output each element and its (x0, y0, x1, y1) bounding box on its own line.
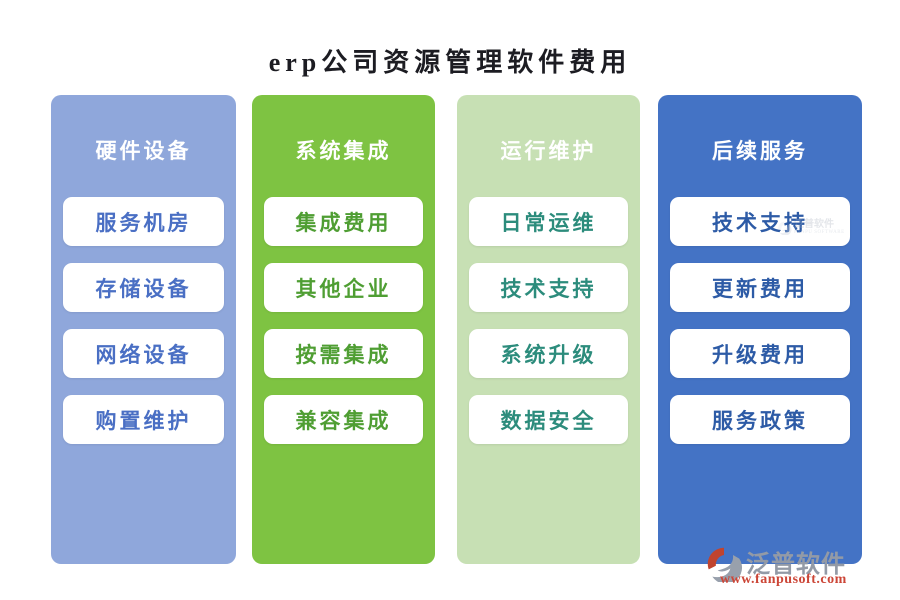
item-card: 兼容集成 (264, 395, 423, 444)
page-title: erp公司资源管理软件费用 (268, 48, 632, 77)
item-card: 按需集成 (264, 329, 423, 378)
column-header: 后续服务 (712, 139, 808, 163)
item-card: 集成费用 (264, 197, 423, 246)
column-service: 后续服务 技术支持 更新费用 升级费用 服务政策 (658, 95, 862, 564)
item-card: 更新费用 (670, 263, 850, 312)
item-card: 系统升级 (469, 329, 628, 378)
column-hardware: 硬件设备 服务机房 存储设备 网络设备 购置维护 (51, 95, 236, 564)
item-card: 网络设备 (63, 329, 224, 378)
item-card: 技术支持 (670, 197, 850, 246)
column-header: 硬件设备 (95, 139, 192, 163)
item-card: 技术支持 (469, 263, 628, 312)
brand-watermark: 泛普软件 www.fanpusoft.com (707, 546, 894, 594)
column-header: 运行维护 (500, 139, 597, 163)
fanpu-logo-icon (707, 547, 743, 582)
item-card: 服务政策 (670, 395, 850, 444)
item-card: 服务机房 (63, 197, 224, 246)
item-card: 数据安全 (469, 395, 628, 444)
brand-watermark-url: www.fanpusoft.com (720, 572, 847, 587)
column-integration: 系统集成 集成费用 其他企业 按需集成 兼容集成 (252, 95, 435, 564)
brand-watermark-text: 泛普软件 (746, 552, 846, 578)
column-maintenance: 运行维护 日常运维 技术支持 系统升级 数据安全 (457, 95, 640, 564)
item-card: 其他企业 (264, 263, 423, 312)
item-card: 升级费用 (670, 329, 850, 378)
item-card: 购置维护 (63, 395, 224, 444)
item-card: 存储设备 (63, 263, 224, 312)
column-header: 系统集成 (295, 139, 392, 163)
item-card: 日常运维 (469, 197, 628, 246)
